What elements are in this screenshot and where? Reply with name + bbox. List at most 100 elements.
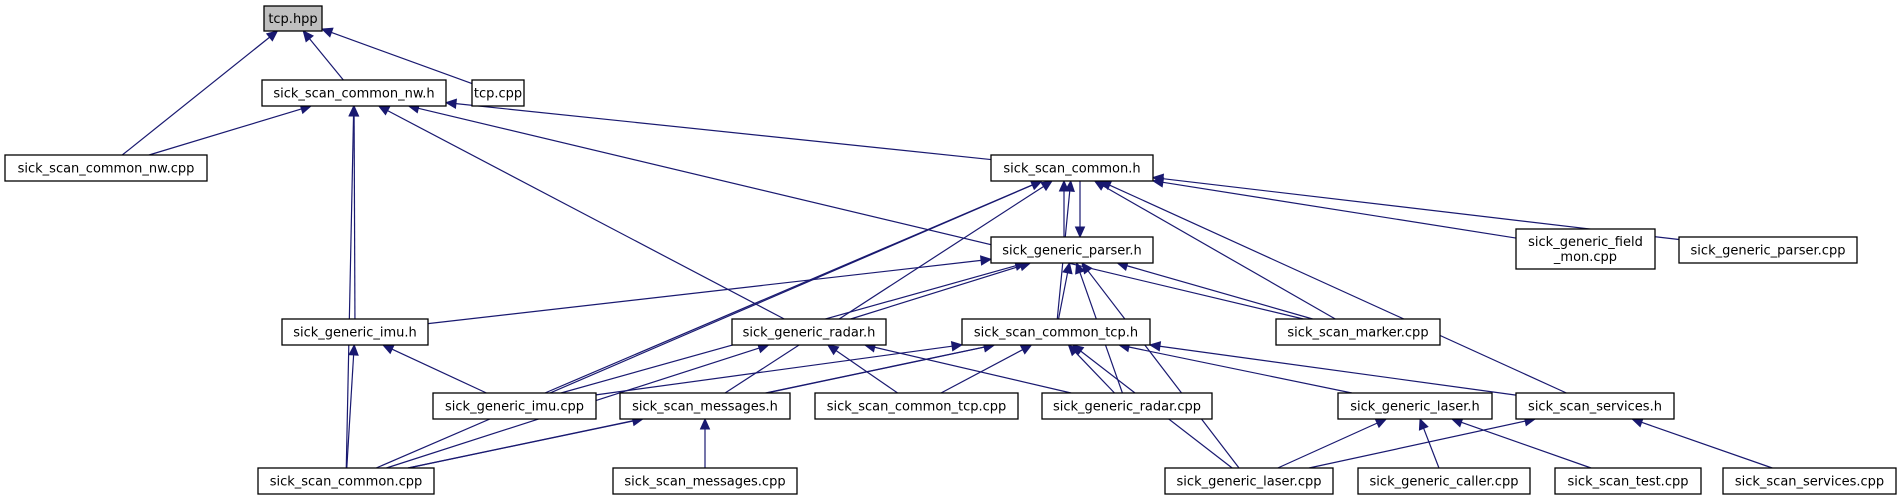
node-box bbox=[961, 318, 1151, 346]
edge-common-cpp-to-nw-h bbox=[345, 104, 359, 469]
node-label: sick_scan_common_nw.h bbox=[273, 87, 434, 102]
node-label: sick_scan_services.cpp bbox=[1735, 475, 1884, 490]
edge-imu-cpp-to-common-h bbox=[544, 180, 1043, 394]
node-box bbox=[263, 5, 323, 32]
arrowhead-icon bbox=[265, 30, 279, 42]
node-box bbox=[612, 467, 798, 495]
node-box bbox=[990, 236, 1154, 264]
edge-services-cpp-to-services-h bbox=[1631, 417, 1773, 469]
node-box bbox=[1678, 236, 1858, 264]
arrowhead-icon bbox=[1081, 262, 1093, 275]
edge-tcp-common-cpp-to-tcp-h bbox=[940, 344, 1033, 394]
edge-messages-h-to-common-h bbox=[724, 180, 1053, 394]
arrowhead-icon bbox=[320, 27, 334, 38]
edge-tcp-h-to-parser-h bbox=[1057, 261, 1073, 320]
node-box bbox=[471, 79, 525, 107]
arrowhead-icon bbox=[302, 30, 314, 43]
arrowhead-icon bbox=[1418, 417, 1429, 431]
node-label: sick_scan_common_tcp.cpp bbox=[827, 400, 1007, 415]
node-tcp-hpp: tcp.hpp bbox=[263, 5, 323, 32]
edge-nw-cpp-to-tcp-hpp bbox=[121, 30, 279, 156]
edge-caller-cpp-to-laser-h bbox=[1418, 417, 1440, 469]
node-messages-h[interactable]: sick_scan_messages.h bbox=[619, 392, 791, 420]
node-label: sick_scan_common.cpp bbox=[270, 475, 423, 490]
node-label: sick_generic_laser.cpp bbox=[1177, 475, 1322, 490]
edge-messages-cpp-to-messages-h bbox=[699, 417, 711, 468]
arrowhead-icon bbox=[444, 98, 457, 109]
node-laser-cpp[interactable]: sick_generic_laser.cpp bbox=[1164, 467, 1334, 495]
node-tcp-common-cpp[interactable]: sick_scan_common_tcp.cpp bbox=[814, 392, 1019, 420]
arrowhead-icon bbox=[699, 417, 711, 430]
edge-nw-cpp-to-nw-h bbox=[148, 103, 313, 156]
node-box bbox=[1554, 467, 1702, 495]
node-caller-cpp[interactable]: sick_generic_caller.cpp bbox=[1357, 467, 1531, 495]
node-marker-cpp[interactable]: sick_scan_marker.cpp bbox=[1275, 318, 1441, 346]
arrowhead-icon bbox=[1075, 261, 1086, 275]
edge-marker-cpp-to-nw-h bbox=[407, 103, 1304, 320]
node-label: tcp.hpp bbox=[268, 12, 317, 27]
edge-common-cpp-to-imu-h bbox=[346, 343, 359, 469]
node-box bbox=[990, 154, 1154, 182]
node-box bbox=[257, 467, 435, 495]
node-tcp-cpp[interactable]: tcp.cpp bbox=[471, 79, 525, 107]
node-label: sick_generic_parser.cpp bbox=[1691, 244, 1846, 259]
node-box bbox=[1357, 467, 1531, 495]
node-box bbox=[1337, 392, 1493, 420]
node-box bbox=[1041, 392, 1213, 420]
node-field-mon[interactable]: sick_generic_field_mon.cpp bbox=[1515, 228, 1656, 270]
node-common-h[interactable]: sick_scan_common.h bbox=[990, 154, 1154, 182]
node-box bbox=[1515, 228, 1656, 270]
node-box bbox=[731, 318, 887, 346]
node-parser-h[interactable]: sick_generic_parser.h bbox=[990, 236, 1154, 264]
node-box bbox=[814, 392, 1019, 420]
arrowhead-icon bbox=[1148, 341, 1162, 352]
node-laser-h[interactable]: sick_generic_laser.h bbox=[1337, 392, 1493, 420]
arrowhead-icon bbox=[950, 341, 964, 352]
arrowhead-icon bbox=[348, 343, 359, 356]
arrowhead-icon bbox=[1074, 226, 1086, 239]
node-nw-cpp[interactable]: sick_scan_common_nw.cpp bbox=[4, 154, 208, 182]
edge-common-h-to-nw-h bbox=[444, 98, 992, 161]
node-label: sick_generic_laser.h bbox=[1350, 400, 1480, 415]
node-label: sick_generic_imu.cpp bbox=[445, 400, 584, 415]
edge-laser-cpp-to-laser-h bbox=[1277, 418, 1388, 469]
node-label: sick_generic_imu.h bbox=[293, 326, 417, 341]
node-box bbox=[432, 392, 597, 420]
node-common-cpp[interactable]: sick_scan_common.cpp bbox=[257, 467, 435, 495]
edge-imu-h-to-parser-h bbox=[427, 255, 993, 325]
node-nw-h[interactable]: sick_scan_common_nw.h bbox=[261, 79, 447, 107]
node-label: sick_generic_parser.h bbox=[1002, 244, 1142, 259]
node-imu-h[interactable]: sick_generic_imu.h bbox=[281, 318, 429, 346]
node-label: sick_generic_caller.cpp bbox=[1370, 475, 1519, 490]
node-services-cpp[interactable]: sick_scan_services.cpp bbox=[1722, 467, 1897, 495]
arrowhead-icon bbox=[979, 255, 993, 266]
node-test-cpp[interactable]: sick_scan_test.cpp bbox=[1554, 467, 1702, 495]
node-imu-cpp[interactable]: sick_generic_imu.cpp bbox=[432, 392, 597, 420]
node-services-h[interactable]: sick_scan_services.h bbox=[1515, 392, 1675, 420]
node-box bbox=[1275, 318, 1441, 346]
arrowhead-icon bbox=[1019, 344, 1033, 355]
edge-common-cpp-to-messages-h bbox=[408, 415, 644, 469]
edge-imu-h-to-nw-h bbox=[348, 104, 360, 320]
node-tcp-h[interactable]: sick_scan_common_tcp.h bbox=[961, 318, 1151, 346]
arrowhead-icon bbox=[377, 105, 391, 116]
nodes-layer: tcp.hpp sick_scan_common_nw.h tcp.cpp sick_… bbox=[4, 5, 1897, 495]
node-radar-cpp[interactable]: sick_generic_radar.cpp bbox=[1041, 392, 1213, 420]
arrowhead-icon bbox=[1151, 173, 1165, 185]
edge-common-h-to-parser-h bbox=[1074, 181, 1086, 239]
node-label: sick_generic_radar.cpp bbox=[1053, 400, 1201, 415]
node-label: sick_scan_messages.h bbox=[632, 400, 778, 415]
node-box bbox=[281, 318, 429, 346]
arrowhead-icon bbox=[348, 104, 360, 117]
node-messages-cpp[interactable]: sick_scan_messages.cpp bbox=[612, 467, 798, 495]
node-parser-cpp[interactable]: sick_generic_parser.cpp bbox=[1678, 236, 1858, 264]
node-box bbox=[261, 79, 447, 107]
node-label: sick_scan_common_tcp.h bbox=[974, 326, 1138, 341]
node-label: sick_generic_field bbox=[1528, 235, 1643, 250]
node-label: sick_scan_common.h bbox=[1003, 162, 1140, 177]
arrowhead-icon bbox=[381, 344, 395, 355]
node-label: sick_scan_marker.cpp bbox=[1287, 326, 1428, 341]
node-radar-h[interactable]: sick_generic_radar.h bbox=[731, 318, 887, 346]
edge-laser-cpp-to-parser-h bbox=[1081, 262, 1240, 469]
arrowhead-icon bbox=[1062, 261, 1073, 275]
